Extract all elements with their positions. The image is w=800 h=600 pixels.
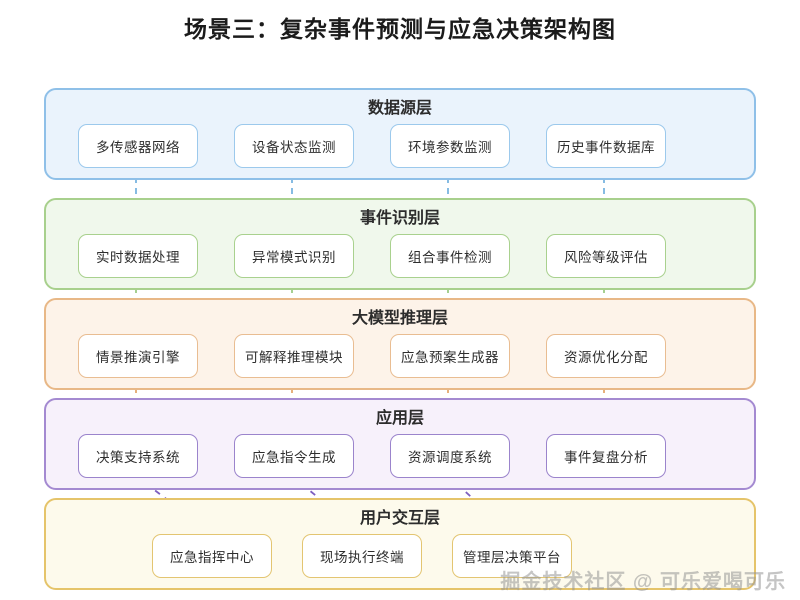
layer-title-application-layer: 应用层 — [375, 410, 424, 427]
layer-panel-event-recognition-layer: 事件识别层实时数据处理异常模式识别组合事件检测风险等级评估 — [44, 198, 756, 290]
node-box[interactable]: 情景推演引擎 — [78, 334, 198, 378]
layer-panel-user-interaction-layer: 用户交互层应急指挥中心现场执行终端管理层决策平台 — [44, 498, 756, 590]
node-box[interactable]: 管理层决策平台 — [452, 534, 572, 578]
layer-title-data-source-layer: 数据源层 — [367, 100, 432, 117]
node-box[interactable]: 应急预案生成器 — [390, 334, 510, 378]
node-box[interactable]: 应急指令生成 — [234, 434, 354, 478]
node-box[interactable]: 可解释推理模块 — [234, 334, 354, 378]
layer-panel-application-layer: 应用层决策支持系统应急指令生成资源调度系统事件复盘分析 — [44, 398, 756, 490]
node-box[interactable]: 环境参数监测 — [390, 124, 510, 168]
layer-title-user-interaction-layer: 用户交互层 — [359, 510, 440, 527]
node-row-model-reasoning-layer: 情景推演引擎可解释推理模块应急预案生成器资源优化分配 — [46, 334, 754, 378]
node-box[interactable]: 设备状态监测 — [234, 124, 354, 168]
node-box[interactable]: 现场执行终端 — [302, 534, 422, 578]
node-box[interactable]: 事件复盘分析 — [546, 434, 666, 478]
node-box[interactable]: 异常模式识别 — [234, 234, 354, 278]
node-box[interactable]: 资源优化分配 — [546, 334, 666, 378]
layer-title-model-reasoning-layer: 大模型推理层 — [351, 310, 448, 327]
node-row-application-layer: 决策支持系统应急指令生成资源调度系统事件复盘分析 — [46, 434, 754, 478]
node-box[interactable]: 实时数据处理 — [78, 234, 198, 278]
layer-title-event-recognition-layer: 事件识别层 — [359, 210, 440, 227]
layer-panel-model-reasoning-layer: 大模型推理层情景推演引擎可解释推理模块应急预案生成器资源优化分配 — [44, 298, 756, 390]
node-box[interactable]: 资源调度系统 — [390, 434, 510, 478]
node-box[interactable]: 多传感器网络 — [78, 124, 198, 168]
node-box[interactable]: 组合事件检测 — [390, 234, 510, 278]
layer-panel-data-source-layer: 数据源层多传感器网络设备状态监测环境参数监测历史事件数据库 — [44, 88, 756, 180]
node-box[interactable]: 历史事件数据库 — [546, 124, 666, 168]
node-box[interactable]: 风险等级评估 — [546, 234, 666, 278]
node-row-event-recognition-layer: 实时数据处理异常模式识别组合事件检测风险等级评估 — [46, 234, 754, 278]
node-box[interactable]: 应急指挥中心 — [152, 534, 272, 578]
node-row-user-interaction-layer: 应急指挥中心现场执行终端管理层决策平台 — [46, 534, 754, 578]
node-box[interactable]: 决策支持系统 — [78, 434, 198, 478]
node-row-data-source-layer: 多传感器网络设备状态监测环境参数监测历史事件数据库 — [46, 124, 754, 168]
page-title: 场景三：复杂事件预测与应急决策架构图 — [184, 16, 616, 42]
